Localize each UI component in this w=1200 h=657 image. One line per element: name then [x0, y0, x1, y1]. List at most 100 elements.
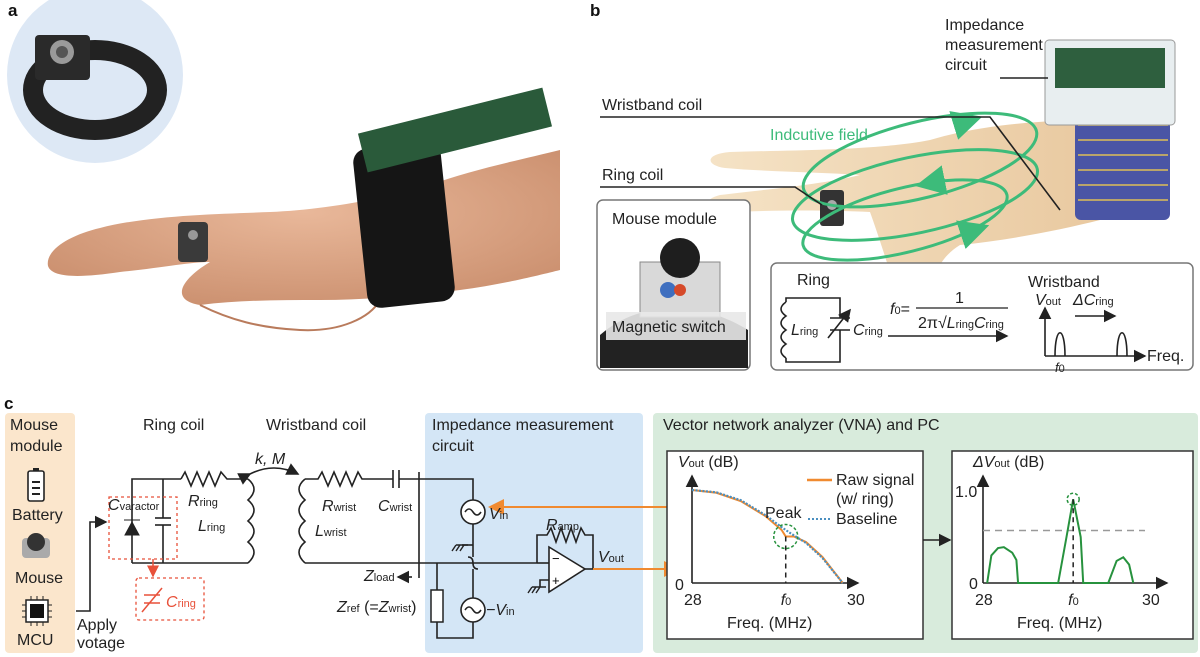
peak-after: [1116, 332, 1128, 357]
mouse-module-panel: [5, 413, 75, 653]
panel-label-a: a: [8, 1, 18, 20]
inductive-field-label: Indcutive field: [770, 127, 868, 144]
peak-before: [1054, 332, 1066, 357]
r-ring-resistor: [180, 469, 248, 489]
peak-annotation: Peak: [765, 505, 802, 522]
wristband-coil-leader: [600, 116, 1061, 211]
peak-marker: [772, 523, 799, 550]
c-ring-label: Cring: [166, 594, 196, 611]
wristband-device: [353, 142, 455, 308]
varactor-box: [108, 496, 178, 560]
x-tick-label: f0: [1068, 592, 1079, 609]
c-ring-box: [135, 577, 205, 621]
vna-title: Vector network analyzer (VNA) and PC: [663, 417, 940, 434]
wristband-coil-title: Wristband coil: [266, 417, 366, 434]
op-amp-minus: −: [552, 551, 560, 566]
trackball: [660, 238, 700, 278]
mcu-label: MCU: [17, 632, 53, 649]
z-ref-impedance: [430, 589, 444, 623]
v-out-label: Vout: [598, 549, 624, 566]
series-line-2: [691, 488, 844, 584]
formula-denominator: 2π√LringCring: [918, 315, 1004, 332]
inset-vout-label: Vout: [1035, 292, 1061, 309]
op-amp: [548, 545, 587, 594]
ring-inset: [7, 0, 183, 163]
panel-label-b: b: [590, 1, 600, 20]
wrist-circuit: − + Rwrist Cwrist Lwrist Vin −Vin Ramp V…: [298, 469, 680, 639]
ring-device: [178, 222, 208, 262]
r-wrist-resistor: [305, 469, 393, 489]
ring-coil-title: Ring coil: [143, 417, 204, 434]
wristband-coil-strap: [1075, 110, 1170, 220]
f0-tick: f0: [1055, 360, 1065, 375]
ground-icon: [527, 586, 546, 594]
wristband-title: Wristband: [1028, 274, 1100, 291]
wristband-circuit-board: [357, 87, 553, 173]
x-tick-label: f0: [781, 592, 792, 609]
ring-title: Ring: [797, 272, 830, 289]
x-tick-label: 28: [975, 592, 993, 609]
y-tick-0: 0: [675, 577, 684, 594]
chip-icon: [22, 596, 52, 626]
panel-b: b Impedance measurement circuit Wristban…: [590, 1, 1194, 375]
c-ring-label: Cring: [853, 322, 883, 339]
mouse-label: Mouse: [15, 570, 63, 587]
mouse-module-title: Mouse module: [612, 211, 717, 228]
neg-v-in-label: −Vin: [486, 602, 515, 619]
delta-c-ring-label: ΔCring: [1072, 292, 1114, 309]
c-varactor-label: Cvaractor: [108, 497, 160, 514]
ring-coil-leader: [600, 186, 823, 206]
impedance-circuit-label: Impedance measurement circuit: [945, 17, 1047, 74]
x-axis-label: Freq. (MHz): [727, 615, 812, 632]
series-line-1: [691, 489, 844, 584]
freq-label: Freq.: [1147, 348, 1184, 365]
panel-label-c: c: [4, 394, 13, 413]
z-load-label: Zload: [363, 568, 395, 585]
legend-raw-label: Raw signal(w/ ring): [836, 472, 914, 508]
panel-a: a: [7, 0, 561, 332]
y-axis-label: ΔVout (dB): [972, 454, 1044, 471]
x-tick-label: 28: [684, 592, 702, 609]
peak-marker: [1066, 492, 1080, 507]
impedance-panel: [425, 413, 643, 653]
resonance-inset: Ring Lring Cring f0= 1 2π√LringCring Wri…: [770, 262, 1194, 375]
trackball-icon: [22, 533, 50, 558]
ring-coil-label: Ring coil: [602, 167, 663, 184]
r-amp-label: Ramp: [546, 517, 579, 534]
l-ring-inductor: [246, 478, 255, 564]
y-axis-label: Vout (dB): [678, 454, 739, 471]
x-axis-label: Freq. (MHz): [1017, 615, 1102, 632]
r-amp-resistor: [536, 525, 594, 569]
battery-icon: [27, 468, 45, 502]
formula-numerator: 1: [955, 290, 964, 307]
y-tick-label: 1.0: [955, 484, 977, 501]
l-wrist-label: Lwrist: [315, 523, 347, 540]
op-amp-plus: +: [552, 573, 560, 588]
coupling-label: k, M: [255, 451, 286, 468]
coupling-arrow: [237, 463, 300, 485]
mouse-module-inset: Mouse module Magnetic switch: [596, 199, 751, 371]
l-wrist-inductor: [298, 478, 307, 564]
series-line-1: [986, 499, 1135, 584]
l-ring-label: Lring: [198, 518, 225, 535]
ring-circuit: Cring Cvaractor Rring Lring: [108, 469, 255, 621]
varactor-diode: [124, 519, 140, 536]
magnetic-switch-label: Magnetic switch: [612, 319, 726, 336]
l-ring-label: Lring: [791, 322, 818, 339]
legend-baseline-label: Baseline: [836, 511, 897, 528]
r-ring-label: Rring: [188, 493, 218, 510]
z-ref-label: Zref (=Zwrist): [336, 599, 416, 616]
hand-photo: [47, 87, 561, 332]
ground-icon: [451, 544, 468, 552]
variable-capacitor-icon: [141, 587, 163, 613]
wristband-coil-label: Wristband coil: [602, 97, 702, 114]
battery-label: Battery: [12, 507, 63, 524]
x-tick-label: 30: [1142, 592, 1160, 609]
ring-inductor: [780, 301, 788, 359]
